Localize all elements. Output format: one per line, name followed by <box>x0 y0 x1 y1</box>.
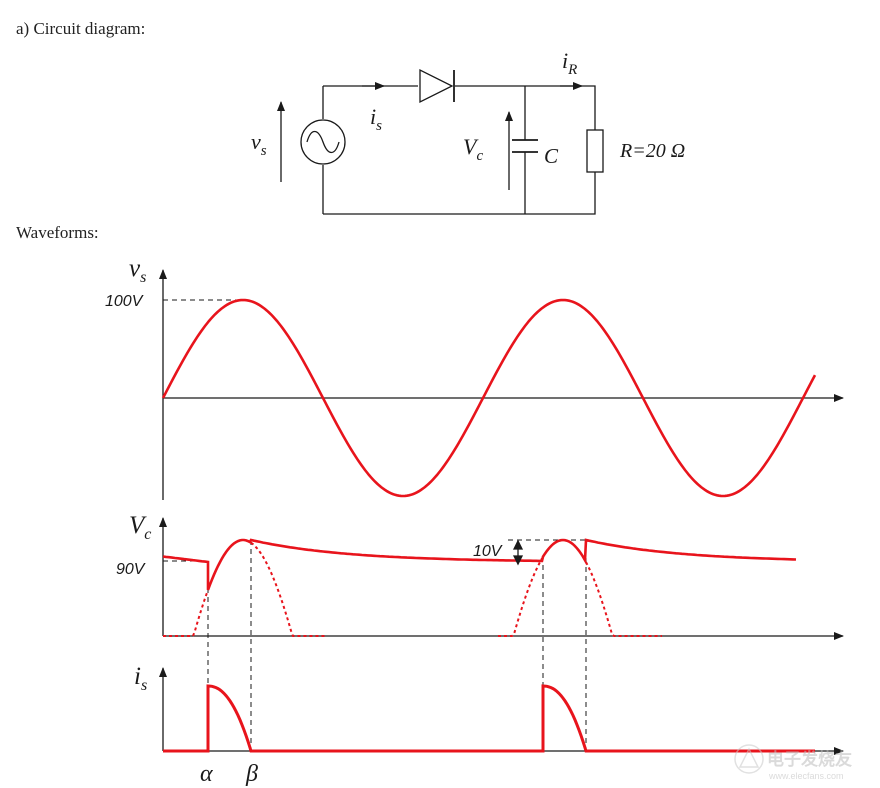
alpha-label: α <box>200 761 213 787</box>
wire-top-right <box>455 85 596 130</box>
circuit-diagram <box>277 68 604 215</box>
watermark-url: www.elecfans.com <box>768 771 844 781</box>
waveforms-heading: Waveforms: <box>16 223 99 242</box>
capacitor-voltage-label: Vc <box>463 134 483 164</box>
vs-axis-label: vs <box>129 255 146 286</box>
vc-ripple-label: 10V <box>473 543 503 560</box>
circuit-heading: a) Circuit diagram: <box>16 19 145 38</box>
vc-waveform <box>162 538 797 591</box>
vs-amplitude-label: 100V <box>105 293 144 310</box>
is-axis-label: is <box>134 663 147 694</box>
diode-icon <box>419 68 455 104</box>
watermark: 电子发烧友 www.elecfans.com <box>734 744 852 781</box>
dashed-guides <box>163 299 587 751</box>
capacitor-icon <box>512 139 538 153</box>
source-voltage-label: vs <box>251 129 267 159</box>
source-current-label: is <box>370 104 382 134</box>
resistor-label: R=20 Ω <box>619 140 685 162</box>
vs-waveform <box>161 298 817 498</box>
waveform-axes <box>159 269 844 755</box>
capacitor-label: C <box>544 144 559 168</box>
wire-bottom <box>323 172 596 215</box>
vc-axis-label: Vc <box>129 512 151 543</box>
beta-label: β <box>245 761 258 787</box>
ac-source-icon <box>300 119 346 165</box>
is-waveform <box>163 684 815 753</box>
watermark-logo-text: 电子发烧友 <box>767 749 852 769</box>
load-current-label: iR <box>562 48 577 78</box>
watermark-logo-icon <box>734 744 764 774</box>
vc-min-label: 90V <box>116 561 146 578</box>
resistor-icon <box>586 129 604 173</box>
ripple-arrow-icon <box>512 539 524 566</box>
